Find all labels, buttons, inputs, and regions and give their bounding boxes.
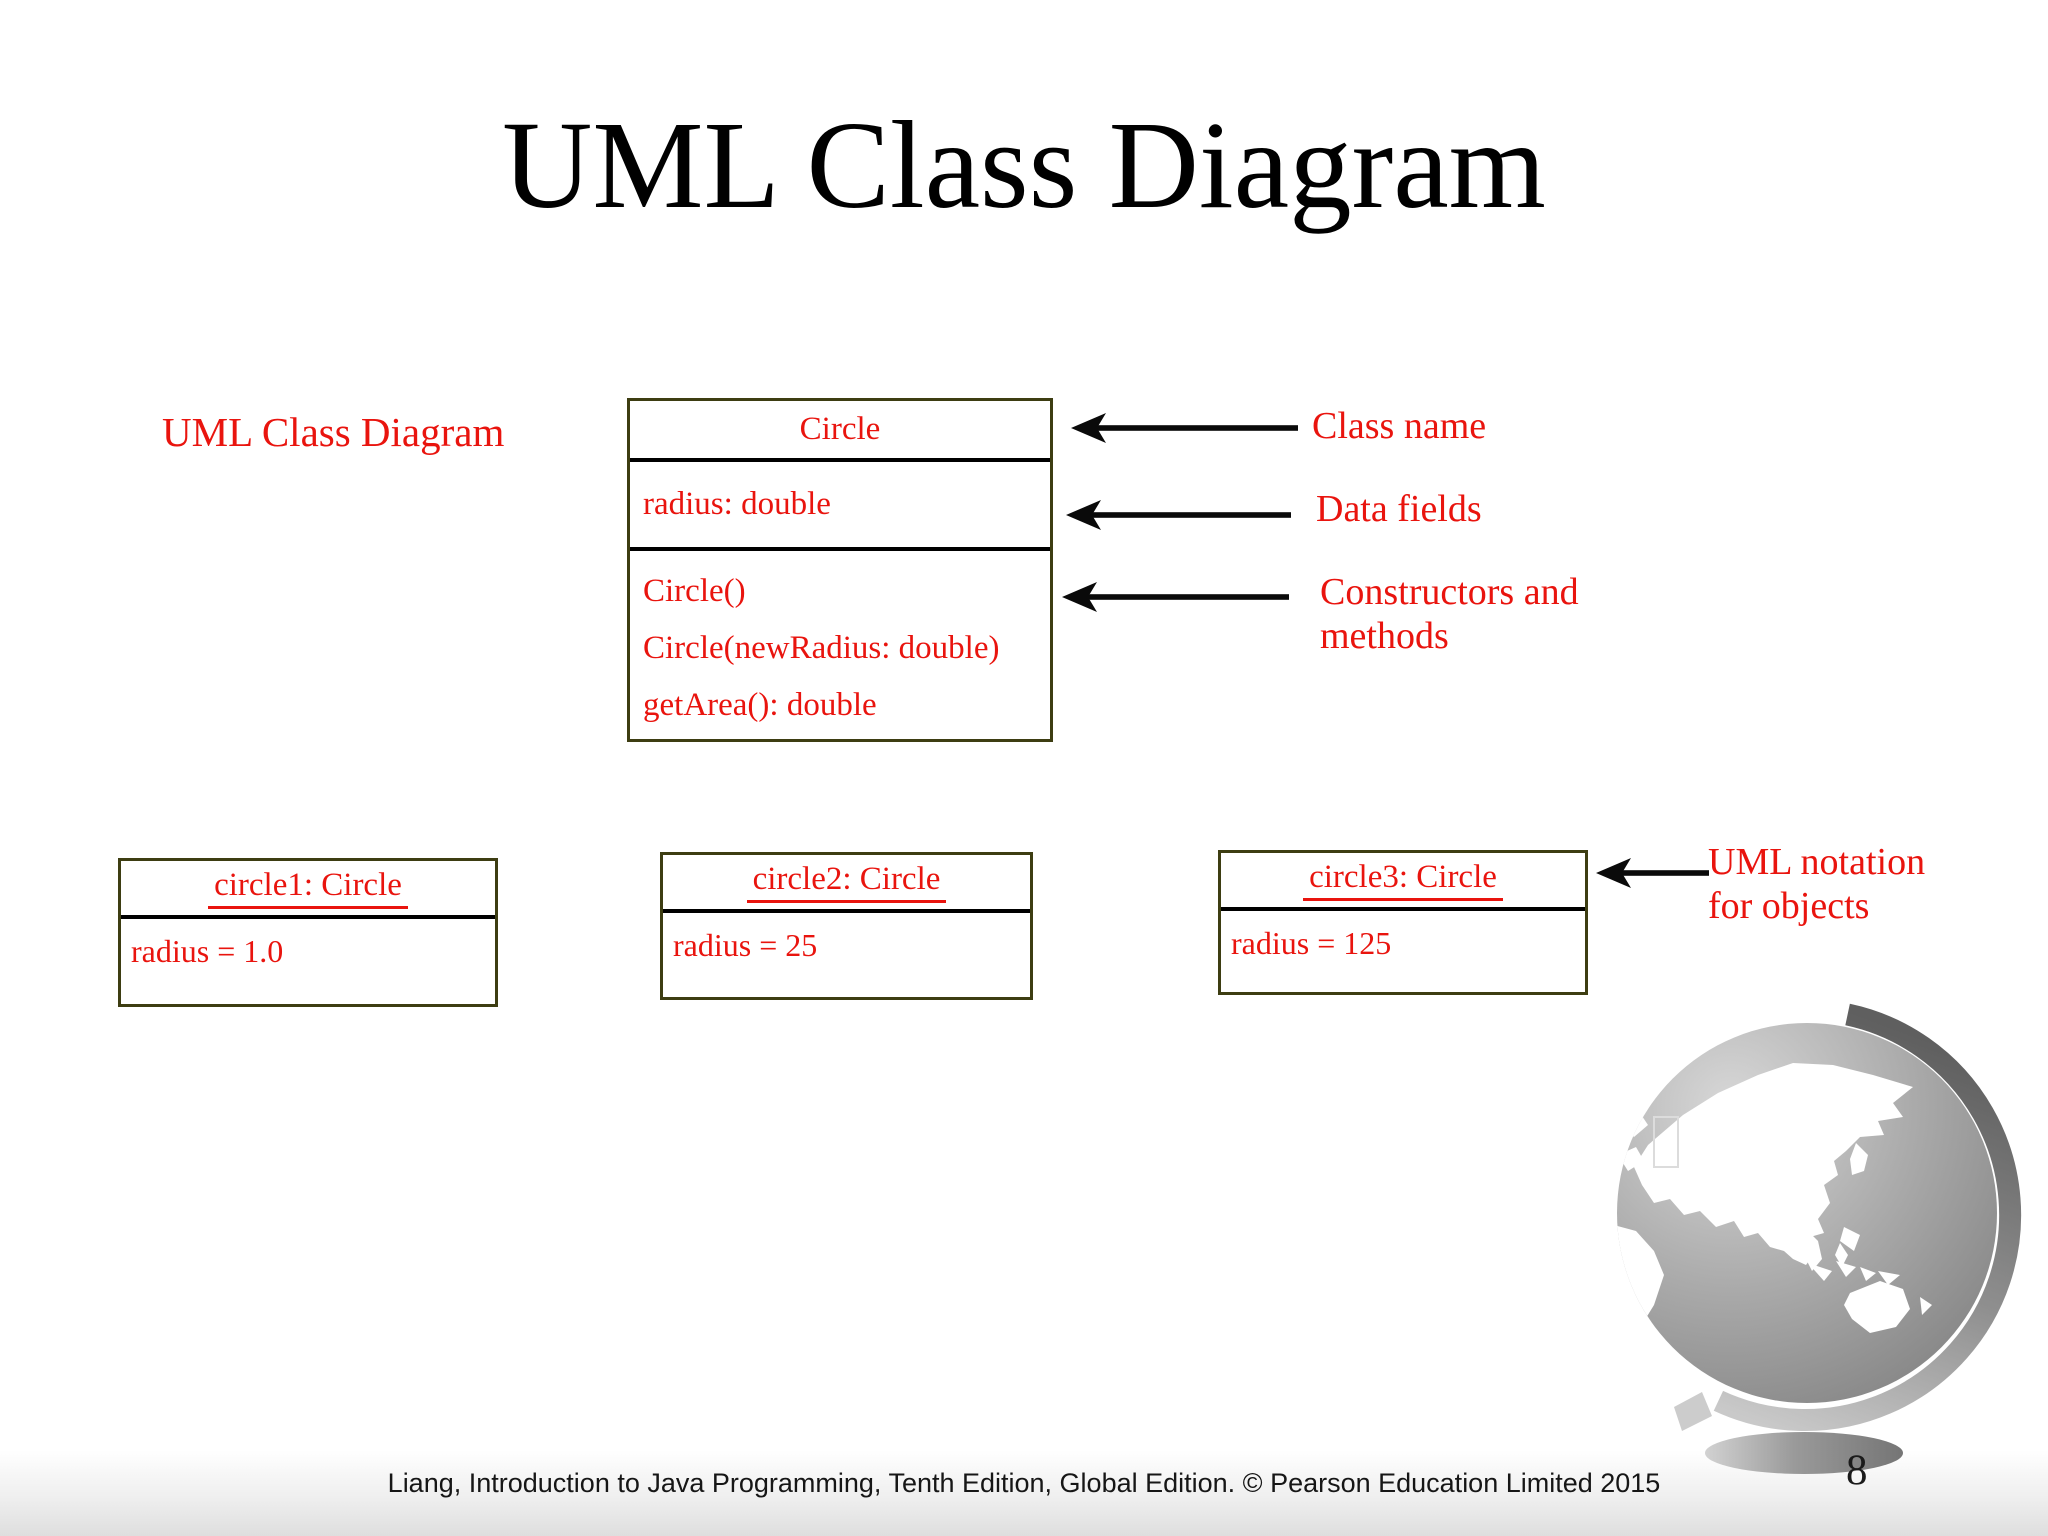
annotation-constructors-line1: Constructors and (1320, 571, 1579, 613)
object-box-circle2: circle2: Circle radius = 25 (660, 852, 1033, 1000)
object-value-text: radius = 25 (673, 927, 818, 963)
class-name-compartment: Circle (630, 401, 1050, 462)
object-value-text: radius = 1.0 (131, 933, 284, 969)
page-title: UML Class Diagram (502, 97, 1546, 235)
left-arrow-icon (1596, 858, 1709, 888)
object-box-circle1: circle1: Circle radius = 1.0 (118, 858, 498, 1007)
footer-band (0, 1450, 2048, 1536)
object-name-text: circle1: Circle (208, 867, 408, 909)
field-item: radius: double (643, 486, 831, 522)
left-arrow-icon (1062, 582, 1289, 612)
annotation-uml-notation: UML notation for objects (1708, 840, 1925, 928)
page-number: 8 (1846, 1447, 1868, 1494)
object-name-compartment: circle1: Circle (121, 861, 495, 919)
uml-class-box: Circle radius: double Circle() Circle(ne… (627, 398, 1053, 742)
method-item: getArea(): double (643, 687, 877, 723)
left-arrow-icon (1071, 413, 1298, 443)
section-label: UML Class Diagram (162, 409, 505, 455)
method-item: Circle() (643, 573, 746, 609)
object-name-compartment: circle3: Circle (1221, 853, 1585, 911)
annotation-data-fields: Data fields (1316, 488, 1482, 530)
annotation-constructors-line2: methods (1320, 615, 1449, 657)
object-name-text: circle3: Circle (1303, 859, 1503, 901)
annotation-uml-notation-line1: UML notation (1708, 841, 1926, 883)
object-value-text: radius = 125 (1231, 925, 1392, 961)
object-name-compartment: circle2: Circle (663, 855, 1030, 913)
annotation-constructors: Constructors and methods (1320, 570, 1579, 658)
class-name-text: Circle (799, 411, 881, 447)
globe-icon (1617, 1003, 2022, 1474)
globe-stand-ring (1713, 1003, 2022, 1431)
methods-compartment: Circle() Circle(newRadius: double) getAr… (630, 551, 1050, 734)
annotation-class-name: Class name (1312, 405, 1487, 447)
annotation-uml-notation-line2: for objects (1708, 885, 1870, 927)
fields-compartment: radius: double (630, 462, 1050, 551)
object-box-circle3: circle3: Circle radius = 125 (1218, 850, 1588, 995)
method-item: Circle(newRadius: double) (643, 630, 1000, 666)
object-name-text: circle2: Circle (746, 861, 947, 903)
left-arrow-icon (1066, 500, 1291, 530)
footer-credit: Liang, Introduction to Java Programming,… (387, 1468, 1661, 1498)
globe-base (1705, 1432, 1903, 1474)
